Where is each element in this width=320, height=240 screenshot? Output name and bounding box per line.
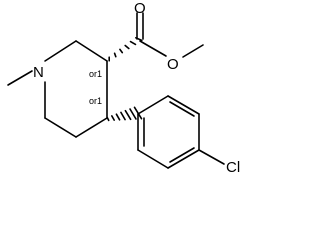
ring-bond-n-c2 [44,40,77,62]
ester-o-methyl-bond [182,44,204,58]
ring-bond-c4-c5 [75,117,108,138]
stereo-label-c4: or1 [89,96,102,106]
carbonyl-oxygen-label: O [134,0,146,17]
molecule-drawing: N O O Cl or1 or1 [7,0,240,176]
stereo-label-c3: or1 [89,69,102,79]
ring-bond-c2-c3 [75,40,108,62]
hashed-wedge-c4-aryl [106,106,143,122]
benzene-inner-bond-a [169,101,195,117]
hashed-wedge-c3-ester [108,36,143,62]
chlorine-atom-label: Cl [226,159,240,176]
c-cl-bond [198,149,225,165]
ester-c-o-bond [139,40,167,57]
structure-diagram: N O O Cl or1 or1 [7,0,240,176]
ring-bond-c5-c6 [44,117,77,138]
benzene-bond-2 [167,95,200,115]
benzene-inner-bond-b [169,147,195,163]
benzene-bond-4 [167,149,200,169]
benzene-bond-5 [137,149,169,169]
nitrogen-atom-label: N [33,64,44,81]
benzene-bond-1 [137,95,169,115]
ester-oxygen-label: O [167,56,179,73]
n-methyl-bond [7,70,33,86]
